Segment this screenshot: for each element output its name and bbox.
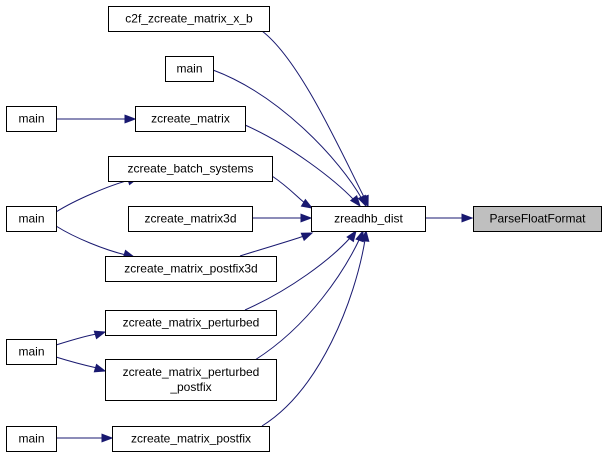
edge-main-c-perturbed — [55, 330, 107, 346]
node-zcreate-matrix-perturbed-postfix[interactable]: zcreate_matrix_perturbed_postfix — [105, 359, 277, 401]
node-box[interactable] — [108, 156, 273, 182]
node-c2f[interactable]: c2f_zcreate_matrix_x_b — [108, 6, 270, 32]
node-main-c[interactable]: main — [6, 339, 57, 365]
node-box[interactable] — [105, 310, 277, 336]
node-box[interactable] — [6, 106, 57, 132]
node-label[interactable]: zcreate_matrix_postfix3d — [124, 262, 257, 276]
node-main-b[interactable]: main — [6, 206, 57, 232]
arrowhead-icon — [93, 363, 107, 373]
edge-line — [244, 124, 355, 201]
node-box[interactable] — [311, 206, 426, 232]
node-label: ParseFloatFormat — [489, 212, 586, 226]
edge-perturbed-zreadhb — [244, 229, 357, 311]
node-label[interactable]: _postfix — [169, 380, 211, 394]
node-box[interactable] — [105, 256, 277, 282]
node-zreadhb-dist[interactable]: zreadhb_dist — [311, 206, 426, 232]
arrowhead-icon — [357, 194, 367, 208]
edge-zmatrix3d-zreadhb — [252, 213, 313, 223]
edge-line — [261, 30, 366, 200]
node-label[interactable]: c2f_zcreate_matrix_x_b — [125, 12, 253, 26]
arrowhead-icon — [360, 229, 370, 242]
node-zcreate-matrix[interactable]: zcreate_matrix — [135, 106, 246, 132]
edge-line — [244, 237, 351, 311]
arrowhead-icon — [461, 213, 474, 223]
node-zcreate-matrix-postfix3d[interactable]: zcreate_matrix_postfix3d — [105, 256, 277, 282]
edge-zmatrix-zreadhb — [244, 124, 361, 208]
node-box — [473, 206, 602, 232]
node-box[interactable] — [6, 426, 57, 452]
node-main-top[interactable]: main — [165, 56, 214, 82]
node-parse-float-format: ParseFloatFormat — [473, 206, 602, 232]
edge-main-d-postfix — [56, 433, 114, 443]
arrowhead-icon — [101, 433, 114, 443]
node-label[interactable]: main — [176, 62, 202, 76]
arrowhead-icon — [300, 232, 314, 242]
edge-line — [55, 333, 98, 346]
node-box[interactable] — [105, 359, 277, 401]
edge-line — [55, 356, 98, 369]
edge-line — [261, 239, 366, 427]
edge-line — [212, 69, 363, 200]
node-zcreate-matrix-postfix[interactable]: zcreate_matrix_postfix — [112, 426, 270, 452]
edge-main-b-batch — [55, 176, 140, 213]
edge-zreadhb-parse — [425, 213, 474, 223]
node-label[interactable]: zcreate_matrix_perturbed — [123, 316, 260, 330]
edge-main-a-zmatrix — [56, 114, 137, 124]
node-label[interactable]: zcreate_matrix3d — [144, 212, 236, 226]
edge-line — [254, 237, 361, 361]
arrowhead-icon — [300, 198, 314, 209]
edge-main-b-postfix3d — [55, 225, 136, 259]
edge-line — [55, 225, 127, 256]
node-box[interactable] — [165, 56, 214, 82]
node-label[interactable]: main — [18, 212, 44, 226]
node-label[interactable]: main — [18, 432, 44, 446]
node-main-a[interactable]: main — [6, 106, 57, 132]
node-box[interactable] — [6, 339, 57, 365]
node-zcreate-matrix-perturbed[interactable]: zcreate_matrix_perturbed — [105, 310, 277, 336]
arrowhead-icon — [346, 229, 357, 243]
node-box[interactable] — [108, 6, 270, 32]
node-main-d[interactable]: main — [6, 426, 57, 452]
node-label[interactable]: main — [18, 345, 44, 359]
edge-main-c-pert-postfix — [55, 356, 107, 373]
node-label[interactable]: main — [18, 112, 44, 126]
node-box[interactable] — [128, 206, 253, 232]
edge-batch-zreadhb — [271, 175, 314, 209]
arrowhead-icon — [349, 194, 361, 208]
node-box[interactable] — [112, 426, 270, 452]
edge-main-top-zreadhb — [212, 69, 367, 208]
node-label[interactable]: zcreate_matrix_postfix — [131, 432, 251, 446]
edge-line — [271, 175, 306, 204]
node-label[interactable]: zreadhb_dist — [334, 212, 403, 226]
node-zcreate-batch-systems[interactable]: zcreate_batch_systems — [108, 156, 273, 182]
edge-pert-postfix-zread — [254, 229, 364, 361]
arrowhead-icon — [300, 213, 313, 223]
arrowhead-icon — [124, 114, 137, 124]
edge-line — [55, 179, 131, 213]
arrowhead-icon — [93, 330, 107, 340]
node-label[interactable]: zcreate_batch_systems — [127, 162, 253, 176]
edge-line — [239, 235, 305, 257]
node-box[interactable] — [6, 206, 57, 232]
node-box[interactable] — [135, 106, 246, 132]
edge-postfix-zreadhb — [261, 229, 370, 427]
node-label[interactable]: zcreate_matrix_perturbed — [123, 365, 260, 379]
node-label[interactable]: zcreate_matrix — [151, 112, 230, 126]
edge-postfix3d-zreadhb — [239, 232, 314, 257]
node-zcreate-matrix3d[interactable]: zcreate_matrix3d — [128, 206, 253, 232]
